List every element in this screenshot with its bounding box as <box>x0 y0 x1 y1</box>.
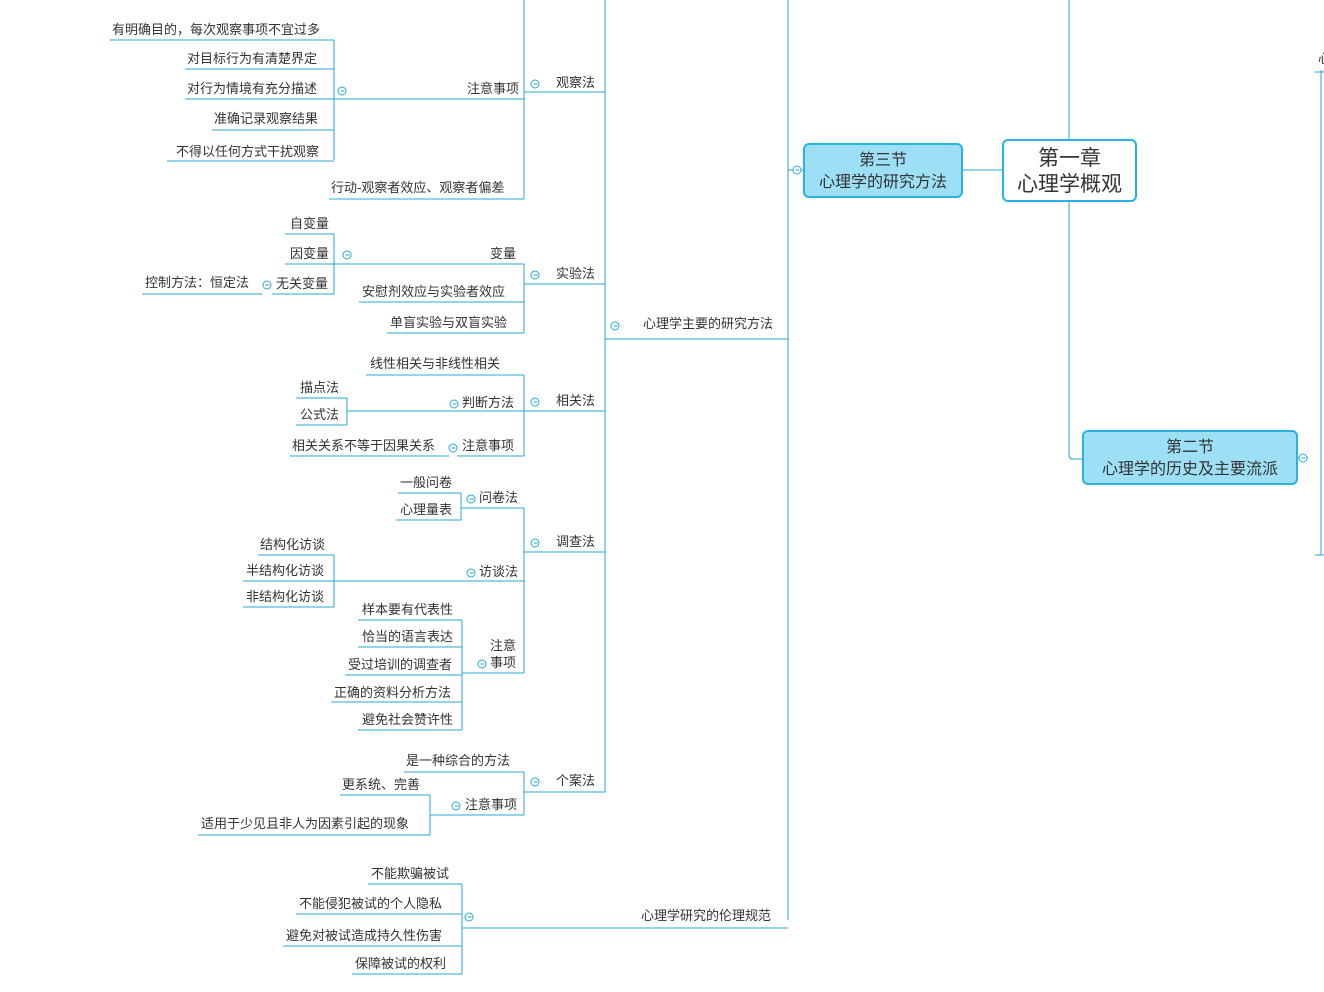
toggle-case-notes[interactable] <box>451 801 461 811</box>
correlation-notes-label[interactable]: 注意事项 <box>462 439 515 454</box>
judge-method-item: 描点法 <box>300 381 340 396</box>
cropped-edge-text: 心 <box>1318 52 1324 68</box>
toggle-main-methods[interactable] <box>610 321 620 331</box>
ethics-item: 避免对被试造成持久性伤害 <box>286 929 443 944</box>
experiment-label[interactable]: 实验法 <box>556 267 596 282</box>
section3-number: 第三节 <box>858 149 907 169</box>
chapter-title: 心理学概观 <box>1017 171 1122 196</box>
chapter-number: 第一章 <box>1038 145 1101 170</box>
ethics-item: 保障被试的权利 <box>355 957 447 972</box>
placebo-effect: 安慰剂效应与实验者效应 <box>362 285 506 300</box>
observation-note: 对目标行为有清楚界定 <box>187 52 318 67</box>
toggle-correlation-notes[interactable] <box>448 443 458 453</box>
toggle-irrelevant-variable[interactable] <box>262 280 272 290</box>
survey-note: 正确的资料分析方法 <box>334 686 452 701</box>
observation-note: 不得以任何方式干扰观察 <box>176 145 320 160</box>
interview-item: 结构化访谈 <box>260 538 326 553</box>
ethics-label[interactable]: 心理学研究的伦理规范 <box>641 909 772 924</box>
interview-label[interactable]: 访谈法 <box>479 565 519 580</box>
observation-note: 对行为情境有充分描述 <box>187 82 318 97</box>
judge-method-item: 公式法 <box>300 408 340 423</box>
ethics-item: 不能侵犯被试的个人隐私 <box>299 897 443 912</box>
ethics-item: 不能欺骗被试 <box>371 867 450 882</box>
observation-note: 准确记录观察结果 <box>214 112 319 127</box>
interview-item: 半结构化访谈 <box>246 564 325 579</box>
survey-label[interactable]: 调查法 <box>556 535 596 550</box>
observation-bias: 行动-观察者效应、观察者偏差 <box>331 181 505 196</box>
survey-notes-label-1[interactable]: 注意 <box>490 639 517 654</box>
observation-label[interactable]: 观察法 <box>556 76 596 91</box>
toggle-case[interactable] <box>530 777 540 787</box>
observation-notes-label[interactable]: 注意事项 <box>466 82 519 97</box>
survey-note: 避免社会赞许性 <box>362 713 454 728</box>
toggle-questionnaire[interactable] <box>466 494 476 504</box>
questionnaire-item: 一般问卷 <box>400 476 453 491</box>
toggle-survey-notes[interactable] <box>477 659 487 669</box>
judge-method-label[interactable]: 判断方法 <box>462 396 515 411</box>
variable-item: 因变量 <box>290 247 330 262</box>
section2-title: 心理学的历史及主要流派 <box>1101 458 1278 478</box>
variable-item: 无关变量 <box>276 277 329 292</box>
toggle-observation-notes[interactable] <box>337 86 347 96</box>
toggle-ethics[interactable] <box>464 912 474 922</box>
survey-note: 受过培训的调查者 <box>348 658 453 673</box>
case-note: 适用于少见且非人为因素引起的现象 <box>201 817 410 832</box>
main-methods-label[interactable]: 心理学主要的研究方法 <box>643 317 774 332</box>
section3-node[interactable]: 第三节 心理学的研究方法 <box>803 143 963 198</box>
toggle-survey[interactable] <box>530 538 540 548</box>
chapter-node[interactable]: 第一章 心理学概观 <box>1002 139 1137 202</box>
toggle-judge-method[interactable] <box>449 399 459 409</box>
interview-item: 非结构化访谈 <box>246 590 325 605</box>
case-note: 更系统、完善 <box>342 778 421 793</box>
case-comprehensive: 是一种综合的方法 <box>406 754 511 769</box>
section2-number: 第二节 <box>1165 436 1214 456</box>
control-method: 控制方法：恒定法 <box>145 276 250 291</box>
variable-item: 自变量 <box>290 217 330 232</box>
linear-correlation: 线性相关与非线性相关 <box>370 357 501 372</box>
observation-note: 有明确目的，每次观察事项不宜过多 <box>112 23 321 38</box>
toggle-section3[interactable] <box>792 165 802 175</box>
case-label[interactable]: 个案法 <box>556 774 596 789</box>
case-notes-label[interactable]: 注意事项 <box>465 798 518 813</box>
questionnaire-item: 心理量表 <box>400 503 453 518</box>
toggle-experiment[interactable] <box>530 270 540 280</box>
variables-label[interactable]: 变量 <box>489 247 516 262</box>
toggle-observation[interactable] <box>530 79 540 89</box>
survey-note: 样本要有代表性 <box>362 603 454 618</box>
toggle-variables[interactable] <box>342 250 352 260</box>
survey-notes-label-2[interactable]: 事项 <box>490 656 517 671</box>
survey-note: 恰当的语言表达 <box>362 630 454 645</box>
toggle-section2[interactable] <box>1298 453 1308 463</box>
toggle-interview[interactable] <box>466 568 476 578</box>
correlation-note: 相关关系不等于因果关系 <box>292 439 436 454</box>
toggle-correlation[interactable] <box>530 397 540 407</box>
section3-title: 心理学的研究方法 <box>818 171 947 191</box>
section2-node[interactable]: 第二节 心理学的历史及主要流派 <box>1082 430 1298 485</box>
correlation-label[interactable]: 相关法 <box>556 394 596 409</box>
blind-experiment: 单盲实验与双盲实验 <box>390 316 508 331</box>
questionnaire-label[interactable]: 问卷法 <box>479 491 519 506</box>
